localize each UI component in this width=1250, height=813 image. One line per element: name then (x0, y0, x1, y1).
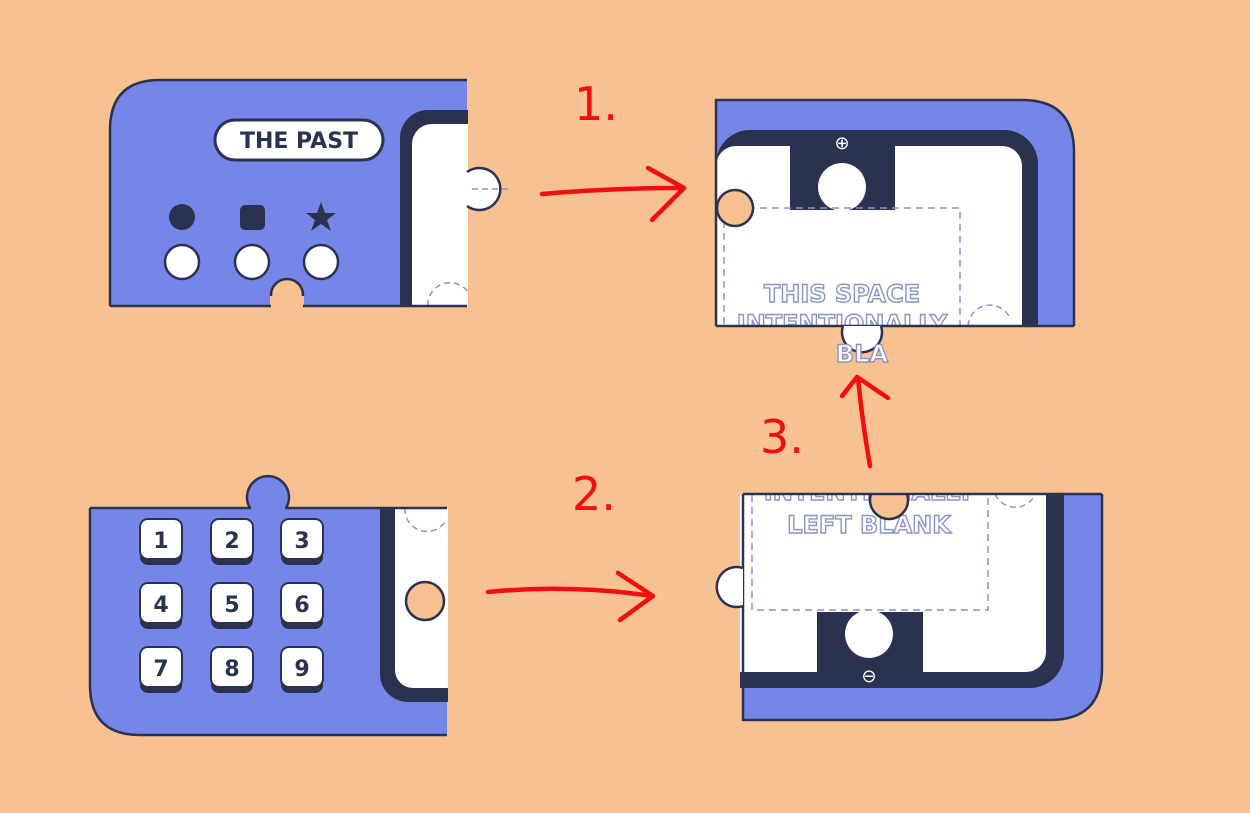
step-1-label: 1. (574, 77, 618, 131)
arrow-3-head (839, 374, 891, 401)
keypad-key-9[interactable]: 9 (280, 646, 324, 693)
square-icon (240, 205, 265, 230)
keypad-key-label: 9 (294, 657, 309, 682)
bottom-tab: BLA (835, 325, 889, 369)
arrow-1-head (645, 165, 687, 223)
puzzle-piece-keypad[interactable]: 1 2 3 4 5 6 7 8 9 (88, 474, 500, 737)
keypad-key-label: 7 (153, 657, 168, 682)
keypad-key-8[interactable]: 8 (210, 646, 254, 693)
circle-icon (169, 204, 195, 230)
annotation-step-1: 1. (539, 77, 687, 223)
puzzle-piece-the-past[interactable]: THE PAST (108, 78, 520, 340)
keypad-key-3[interactable]: 3 (280, 518, 324, 565)
keypad-key-7[interactable]: 7 (139, 646, 183, 693)
the-past-badge: THE PAST (213, 118, 385, 162)
keypad-key-label: 5 (224, 593, 239, 618)
keypad-key-1[interactable]: 1 (139, 518, 183, 565)
keypad-key-label: 4 (153, 593, 168, 618)
indicator-light-1 (163, 243, 201, 281)
plus-icon: ⊕ (834, 133, 849, 154)
indicator-light-2 (233, 243, 271, 281)
keypad-key-label: 2 (224, 529, 239, 554)
keypad-key-label: 6 (294, 593, 309, 618)
keypad: 1 2 3 4 5 6 7 8 9 (139, 518, 324, 693)
step-3-label: 3. (760, 410, 804, 464)
arrow-1-shaft (539, 185, 685, 197)
minus-icon: ⊖ (861, 666, 876, 687)
the-past-label: THE PAST (240, 129, 358, 154)
arrow-2-shaft (485, 586, 655, 599)
puzzle-piece-blank-top[interactable]: THIS SPACE INTENTIONALLY ⊕ BLA (714, 98, 1076, 370)
keypad-key-5[interactable]: 5 (210, 582, 254, 629)
arrow-3-shaft (855, 375, 873, 469)
keypad-key-label: 1 (153, 529, 168, 554)
blank-text-line-2b: LEFT BLANK (787, 511, 952, 539)
keypad-key-2[interactable]: 2 (210, 518, 254, 565)
keypad-key-6[interactable]: 6 (280, 582, 324, 629)
annotation-step-2: 2. (485, 467, 656, 623)
blank-text-line-2: INTENTIONALLY (737, 310, 948, 338)
blank-text-line-3: BLA (836, 340, 889, 368)
star-icon (306, 202, 336, 231)
keypad-key-4[interactable]: 4 (139, 582, 183, 629)
keypad-key-label: 8 (224, 657, 239, 682)
step-2-label: 2. (572, 467, 616, 521)
keypad-key-label: 3 (294, 529, 309, 554)
puzzle-piece-blank-bottom[interactable]: INTENTIONALLY LEFT BLANK ⊖ (700, 440, 1104, 722)
arrow-2-head (615, 570, 656, 623)
annotation-step-3: 3. (760, 374, 891, 469)
blank-text-line-1: THIS SPACE (764, 280, 920, 308)
indicator-light-3 (302, 243, 340, 281)
